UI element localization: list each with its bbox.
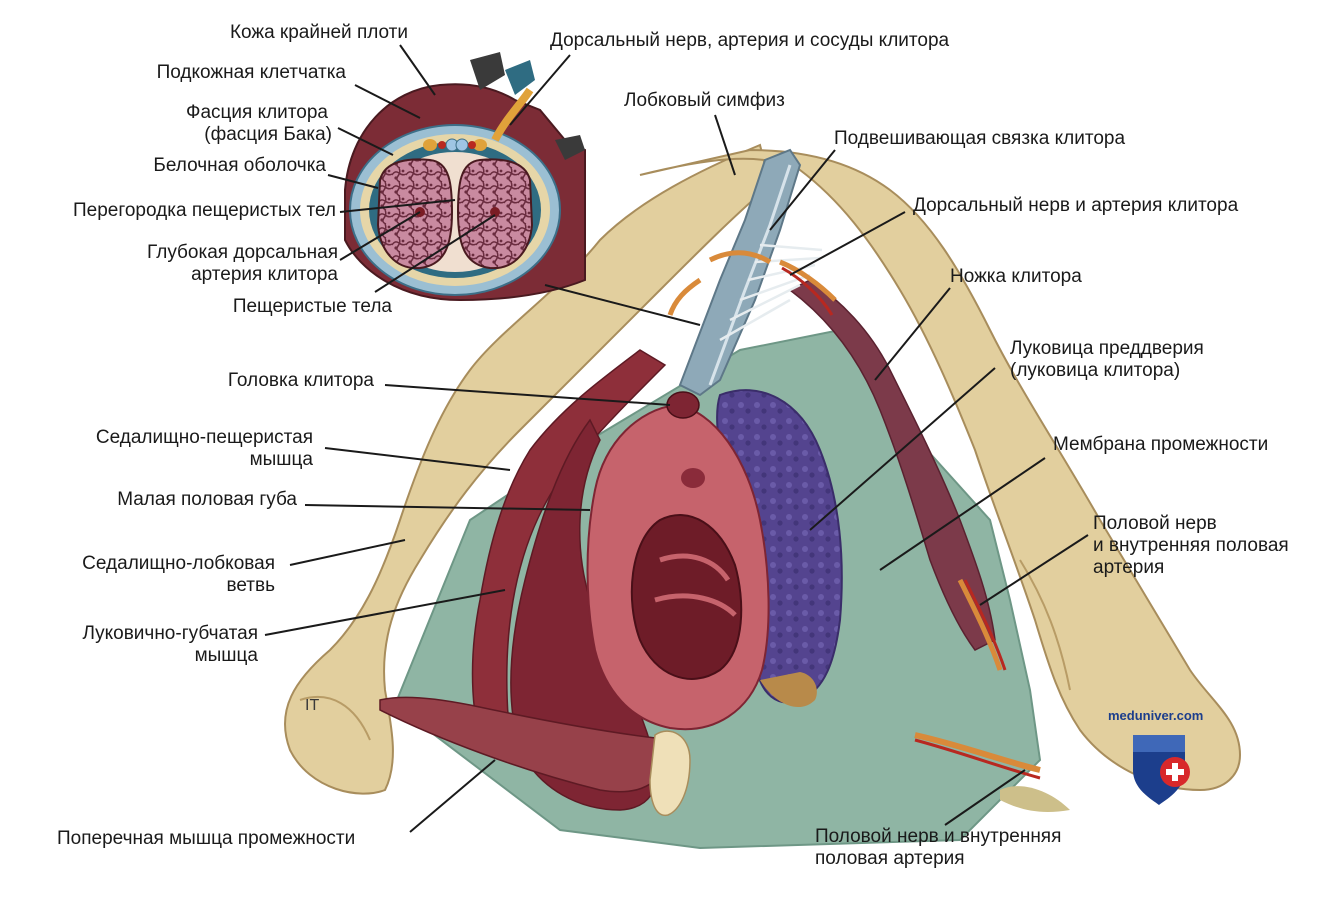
label-bulbospong-1: Луковично-губчатая (82, 623, 258, 644)
glans-clitoris (666, 391, 700, 419)
label-pudendal-r-2: и внутренняя половая (1093, 535, 1289, 556)
label-ischiocav-2: мышца (249, 449, 313, 470)
label-ischiocav-1: Седалищно-пещеристая (95, 427, 313, 448)
label-membrane: Мембрана промежности (1053, 434, 1269, 455)
ischial-tuberosity-mark: IT (305, 697, 320, 714)
label-pudendal-r-1: Половой нерв (1093, 513, 1217, 534)
label-dorsal-vessels: Дорсальный нерв, артерия и сосуды клитор… (550, 30, 950, 51)
label-pubic-symphysis: Лобковый симфиз (624, 90, 785, 111)
label-pudendal-b-2: половая артерия (815, 848, 965, 869)
label-crus: Ножка клитора (950, 266, 1082, 287)
label-fascia-2: (фасция Бака) (204, 124, 332, 145)
label-dorsal-nerve: Дорсальный нерв и артерия клитора (913, 195, 1239, 216)
label-labia-minora: Малая половая губа (117, 489, 297, 510)
ischiopubic-ramus-left (284, 143, 772, 795)
label-cavernous: Пещеристые тела (232, 296, 392, 317)
leader-lines (264, 44, 1089, 833)
urethral-orifice (681, 468, 705, 488)
label-suspensory: Подвешивающая связка клитора (834, 128, 1126, 149)
meduniver-logo-text[interactable]: meduniver.com (1108, 708, 1204, 723)
label-glans: Головка клитора (227, 370, 374, 391)
label-bulb-2: (луковица клитора) (1010, 360, 1181, 381)
label-pudendal-b-1: Половой нерв и внутренняя (815, 826, 1062, 847)
cross-section-inset (344, 52, 586, 302)
label-septum: Перегородка пещеристых тел (73, 200, 336, 221)
label-bulbospong-2: мышца (194, 645, 258, 666)
label-skin-prepuce: Кожа крайней плоти (229, 22, 408, 43)
label-bulb-1: Луковица преддверия (1010, 338, 1204, 359)
label-deep-artery-1: Глубокая дорсальная (147, 242, 338, 263)
label-ischiopubic-1: Седалищно-лобковая (82, 553, 275, 574)
meduniver-logo-icon (1133, 735, 1190, 805)
label-ischiopubic-2: ветвь (226, 575, 275, 596)
ischiopubic-ramus-right (639, 148, 1242, 792)
label-subcutaneous: Подкожная клетчатка (156, 62, 346, 83)
label-fascia-1: Фасция клитора (186, 102, 328, 123)
label-pudendal-r-3: артерия (1093, 557, 1165, 578)
label-tunica: Белочная оболочка (153, 155, 326, 176)
label-transverse: Поперечная мышца промежности (57, 828, 356, 849)
label-deep-artery-2: артерия клитора (191, 264, 338, 285)
